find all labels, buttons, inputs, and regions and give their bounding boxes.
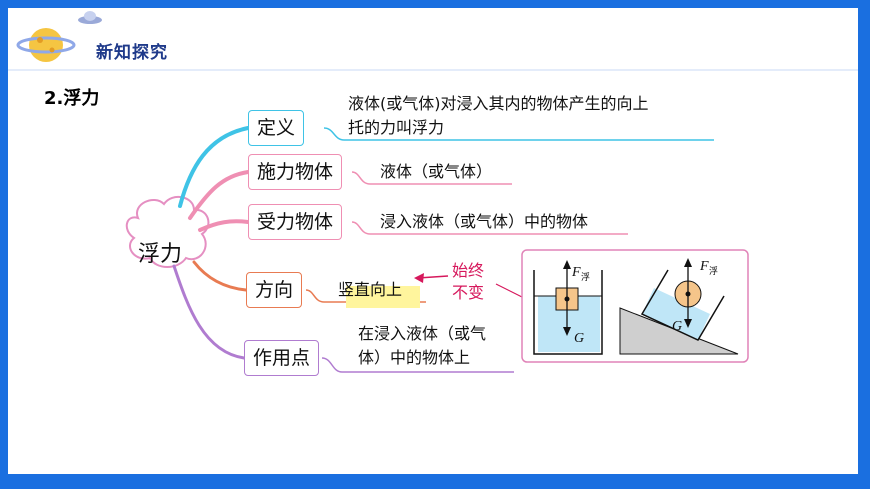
- point-text-line1: 在浸入液体（或气: [358, 324, 487, 343]
- diagram1-gravity-label: G: [574, 331, 584, 346]
- point-text-line2: 体）中的物体上: [358, 348, 471, 367]
- node-definition: 定义: [248, 110, 305, 146]
- ufo-icon: [78, 11, 102, 24]
- applier-text: 液体（或气体）: [380, 162, 493, 181]
- receiver-text: 浸入液体（或气体）中的物体: [380, 212, 589, 231]
- node-receiver: 受力物体: [248, 204, 343, 240]
- direction-highlight: [346, 286, 420, 308]
- center-topic: 浮力: [138, 242, 183, 267]
- diagram2-force-up-sub: 浮: [709, 265, 718, 277]
- incline-diagram: [619, 258, 739, 355]
- node-direction: 方向: [246, 272, 303, 308]
- unchanged-note-line2: 不变: [452, 283, 485, 302]
- header-decoration: [8, 11, 858, 71]
- center-cloud-shape: [125, 195, 210, 268]
- mindmap-connectors: F 浮 G F 浮 G: [125, 126, 749, 373]
- definition-text-line1: 液体(或气体)对浸入其内的物体产生的向上: [348, 94, 649, 113]
- planet-icon: [16, 28, 76, 62]
- header-title: 新知探究: [96, 43, 168, 63]
- node-applier: 施力物体: [248, 154, 343, 190]
- slide-canvas: 新知探究 2.浮力: [8, 8, 858, 474]
- diagram1-force-up-sub: 浮: [581, 271, 590, 283]
- definition-text-line2: 托的力叫浮力: [348, 118, 445, 137]
- direction-text: 竖直向上: [338, 280, 403, 299]
- unchanged-note-line1: 始终: [452, 261, 485, 280]
- section-title: 2.浮力: [44, 88, 100, 109]
- beaker-diagram: [533, 260, 603, 355]
- diagram2-gravity-label: G: [672, 319, 682, 334]
- diagram1-force-up-label: F: [571, 265, 581, 280]
- diagram2-force-up-label: F: [699, 259, 709, 274]
- node-point-of-action: 作用点: [244, 340, 320, 376]
